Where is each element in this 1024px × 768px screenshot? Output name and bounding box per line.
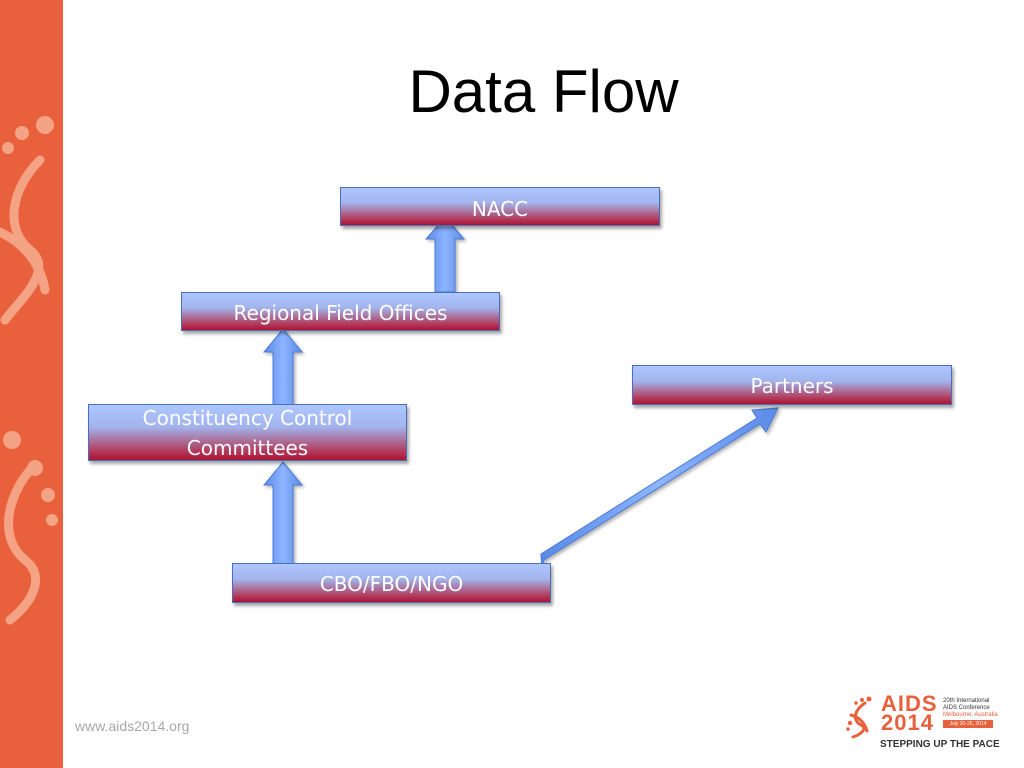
footer-url: www.aids2014.org <box>75 718 190 734</box>
node-label: CBO/FBO/NGO <box>319 572 464 596</box>
logo-line-3: Melbourne, Australia <box>943 712 998 718</box>
arrow-constituency-to-regional <box>262 328 304 406</box>
node-label-line-1: Constituency Control <box>142 405 353 430</box>
node-label: NACC <box>471 197 529 221</box>
logo-line-1: 20th International <box>943 698 990 704</box>
ribbon-figures-decoration <box>0 116 58 625</box>
logo-year: 2014 <box>881 710 934 735</box>
arrow-cbo-to-constituency <box>262 461 304 565</box>
node-label-line-2: Committees <box>186 435 309 460</box>
node-label: Regional Field Offices <box>233 301 448 325</box>
node-regional-field-offices: Regional Field Offices <box>181 292 500 331</box>
logo-dates: July 20-25, 2014 <box>943 720 993 728</box>
logo-ribbon-icon <box>846 696 872 739</box>
logo-line-2: AIDS Conference <box>943 705 990 711</box>
node-label: Partners <box>750 374 834 398</box>
node-partners: Partners <box>632 365 952 405</box>
logo-word: AIDS <box>881 691 938 716</box>
conference-logo: AIDS 2014 20th International AIDS Confer… <box>845 691 1000 753</box>
node-cbo-fbo-ngo: CBO/FBO/NGO <box>232 563 551 603</box>
node-nacc: NACC <box>340 187 660 226</box>
arrow-regional-to-nacc <box>424 216 466 293</box>
arrow-cbo-to-partners <box>540 407 779 571</box>
side-decoration-band <box>0 0 63 768</box>
slide-title: Data Flow <box>408 58 679 125</box>
logo-tagline: STEPPING UP THE PACE <box>880 739 1000 750</box>
node-constituency-control-committees: Constituency Control Committees <box>88 404 407 461</box>
